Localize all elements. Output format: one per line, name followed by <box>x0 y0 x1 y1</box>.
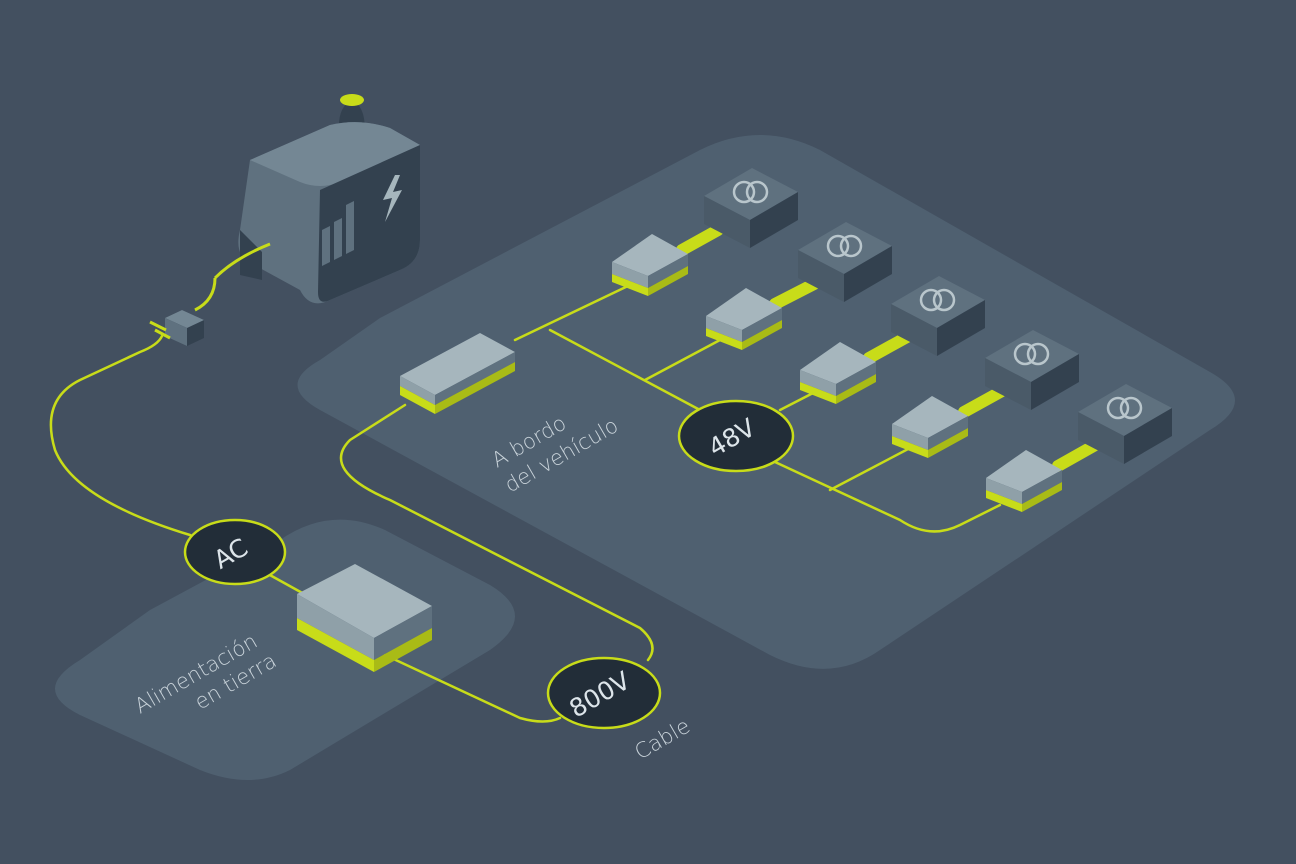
wire-ac-input <box>49 334 237 560</box>
onboard-platform <box>297 135 1235 669</box>
load-box-2 <box>798 222 892 302</box>
load-box-1 <box>704 168 798 248</box>
fuse-box-4 <box>892 396 968 458</box>
wire-800v-to-converter <box>339 403 654 662</box>
wire-48v-branch-3 <box>778 390 817 412</box>
dc-converter-unit <box>400 333 515 414</box>
coil-icon <box>919 288 956 312</box>
wire-48v-down <box>773 460 1002 533</box>
wire-bus-branch-1 <box>548 328 702 412</box>
fuse-box-2 <box>706 288 782 350</box>
wire-48v-branch-4 <box>828 446 912 492</box>
load-group <box>704 168 1172 464</box>
hv-badge: 800V <box>546 656 662 730</box>
lv-badge: 48V <box>677 399 795 473</box>
load-box-5 <box>1078 384 1172 464</box>
lightning-icon <box>383 175 402 222</box>
wire-converter-to-bus <box>513 283 632 342</box>
fuse-box-1 <box>612 234 688 296</box>
coil-icon <box>1106 396 1143 420</box>
fuse-group <box>612 234 1062 512</box>
charger-unit <box>297 564 432 672</box>
wiring <box>49 283 1002 723</box>
bar-chart-icon <box>322 201 354 266</box>
load-connectors <box>676 224 1103 472</box>
load-box-4 <box>985 330 1079 410</box>
wire-bus-branch-2 <box>643 338 722 382</box>
fuse-box-5 <box>986 450 1062 512</box>
fuse-box-3 <box>800 342 876 404</box>
cable-label: Cable <box>631 714 695 765</box>
ground-platform <box>55 519 515 780</box>
coil-icon <box>732 180 769 204</box>
generator-icon <box>194 94 420 312</box>
coil-icon <box>826 234 863 258</box>
wire-charger-to-800v <box>383 653 562 723</box>
load-box-3 <box>891 276 985 356</box>
plug-icon <box>149 310 204 346</box>
coil-icon <box>1013 342 1050 366</box>
ac-badge: AC <box>183 518 287 586</box>
